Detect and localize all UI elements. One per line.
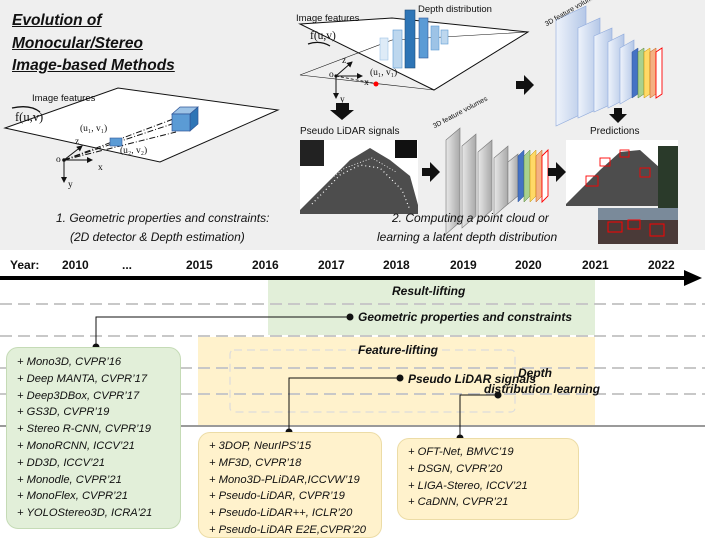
depth-distribution-bars xyxy=(379,9,449,69)
arrow-to-volumes xyxy=(422,162,440,182)
axis-x-mid: x xyxy=(364,78,369,88)
timeline-axis xyxy=(0,270,702,286)
list-item: + DSGN, CVPR’20 xyxy=(408,462,503,475)
list-item: + MonoFlex, CVPR’21 xyxy=(17,490,128,503)
mid-feature-bracket xyxy=(307,41,331,47)
year-axis-label: Year: xyxy=(10,258,40,272)
title-line-1: Evolution of xyxy=(12,12,102,29)
list-item: + Deep MANTA, CVPR’17 xyxy=(17,372,148,385)
year-2021: 2021 xyxy=(582,258,609,272)
caption-2-line-2: learning a latent depth distribution xyxy=(377,230,558,244)
mid-feature-volumes xyxy=(445,127,549,235)
caption-2-line-1: 2. Computing a point cloud or xyxy=(392,211,549,225)
list-item: + Monodle, CVPR’21 xyxy=(17,473,122,486)
arrow-to-predictions xyxy=(548,162,566,182)
pseudo-lidar-methods-list: + 3DOP, NeurIPS’15 + MF3D, CVPR’18 + Mon… xyxy=(199,433,381,539)
year-2020: 2020 xyxy=(515,258,542,272)
left-2d-box xyxy=(109,137,123,147)
depth-methods-list: + OFT-Net, BMVC’19 + DSGN, CVPR’20 + LIG… xyxy=(398,439,578,511)
year-2017: 2017 xyxy=(318,258,345,272)
arrow-down-predictions xyxy=(609,108,627,123)
feature-lifting-label: Feature-lifting xyxy=(358,343,438,357)
mid-axes xyxy=(333,61,379,99)
result-lifting-label: Result-lifting xyxy=(392,284,466,298)
caption-1-line-2: (2D detector & Depth estimation) xyxy=(70,230,245,244)
f-uv-label-left: f(u,v) xyxy=(15,110,44,124)
caption-1-line-1: 1. Geometric properties and constraints: xyxy=(56,211,270,225)
u2v2-label-left: (u₂, v₂) xyxy=(120,146,148,156)
list-item: + MF3D, CVPR’18 xyxy=(209,456,302,469)
u1v1-label-left: (u₁, v₁) xyxy=(80,124,108,134)
pseudo-lidar-signals-label: Pseudo LiDAR signals xyxy=(300,126,400,137)
year-2010: 2010 xyxy=(62,258,89,272)
year-2016: 2016 xyxy=(252,258,279,272)
top-feature-volumes xyxy=(555,5,663,127)
list-item: + Pseudo-LiDAR++, ICLR’20 xyxy=(209,507,353,520)
left-3d-cube xyxy=(171,106,199,132)
axis-o-mid: o xyxy=(329,70,334,80)
depth-label-line-1: Depth xyxy=(518,366,552,380)
title-line-2: Monocular/Stereo xyxy=(12,35,143,52)
depth-label-line-2: distribution learning xyxy=(484,382,600,396)
list-item: + GS3D, CVPR’19 xyxy=(17,406,110,419)
list-item: + 3DOP, NeurIPS’15 xyxy=(209,440,312,452)
geometric-properties-label: Geometric properties and constraints xyxy=(358,310,573,324)
depth-distribution-label: Depth distribution xyxy=(418,4,492,15)
list-item: + Mono3D, CVPR’16 xyxy=(17,356,122,368)
year-2018: 2018 xyxy=(383,258,410,272)
list-item: + YOLOStereo3D, ICRA’21 xyxy=(17,507,153,520)
year-ellipsis: ... xyxy=(122,258,133,272)
image-features-label-mid: Image features xyxy=(296,13,360,24)
year-2015: 2015 xyxy=(186,258,213,272)
axis-x-left: x xyxy=(98,163,103,173)
predictions-camera-image xyxy=(598,208,678,244)
list-item: + Pseudo-LiDAR, CVPR’19 xyxy=(209,490,345,503)
axis-z-left: z xyxy=(75,137,80,147)
image-features-label-left: Image features xyxy=(32,93,96,104)
f-uv-label-mid: f(u,v) xyxy=(310,30,336,42)
down-arrow-pseudo-lidar xyxy=(330,103,354,120)
geometric-methods-box: + Mono3D, CVPR’16 + Deep MANTA, CVPR’17 … xyxy=(6,347,181,529)
predictions-label: Predictions xyxy=(590,126,640,137)
list-item: + Pseudo-LiDAR E2E,CVPR’20 xyxy=(209,523,367,536)
list-item: + Stereo R-CNN, CVPR’19 xyxy=(17,423,151,436)
pseudo-lidar-signals-band-label: Pseudo LiDAR signals xyxy=(408,372,537,386)
list-item: + DD3D, ICCV’21 xyxy=(17,456,105,469)
list-item: + CaDNN, CVPR’21 xyxy=(408,496,509,509)
list-item: + LIGA-Stereo, ICCV’21 xyxy=(408,479,528,492)
list-item: + Mono3D-PLiDAR,ICCVW’19 xyxy=(209,473,360,486)
title-line-3: Image-based Methods xyxy=(12,57,175,74)
year-2019: 2019 xyxy=(450,258,477,272)
axis-y-left: y xyxy=(68,180,73,190)
list-item: + Deep3DBox, CVPR’17 xyxy=(17,389,140,402)
depth-methods-box: + OFT-Net, BMVC’19 + DSGN, CVPR’20 + LIG… xyxy=(397,438,579,520)
year-2022: 2022 xyxy=(648,258,675,272)
connectors xyxy=(95,316,498,438)
list-item: + MonoRCNN, ICCV’21 xyxy=(17,439,135,452)
left-axes xyxy=(61,145,93,183)
pseudo-lidar-point-cloud xyxy=(300,140,418,214)
axis-y-mid: y xyxy=(340,95,345,105)
list-item: + OFT-Net, BMVC’19 xyxy=(408,446,514,458)
axis-o-left: o xyxy=(56,155,61,165)
axis-z-mid: z xyxy=(342,56,347,66)
u1v1-label-mid: (u₁, v₁) xyxy=(370,68,398,78)
predictions-image xyxy=(566,140,678,210)
pseudo-lidar-methods-box: + 3DOP, NeurIPS’15 + MF3D, CVPR’18 + Mon… xyxy=(198,432,382,538)
left-feature-bracket xyxy=(11,105,41,113)
geometric-methods-list: + Mono3D, CVPR’16 + Deep MANTA, CVPR’17 … xyxy=(7,348,180,522)
result-lifting-band xyxy=(268,280,595,335)
band-inner-dashes xyxy=(229,349,516,413)
arrow-to-top-volumes xyxy=(516,75,534,95)
